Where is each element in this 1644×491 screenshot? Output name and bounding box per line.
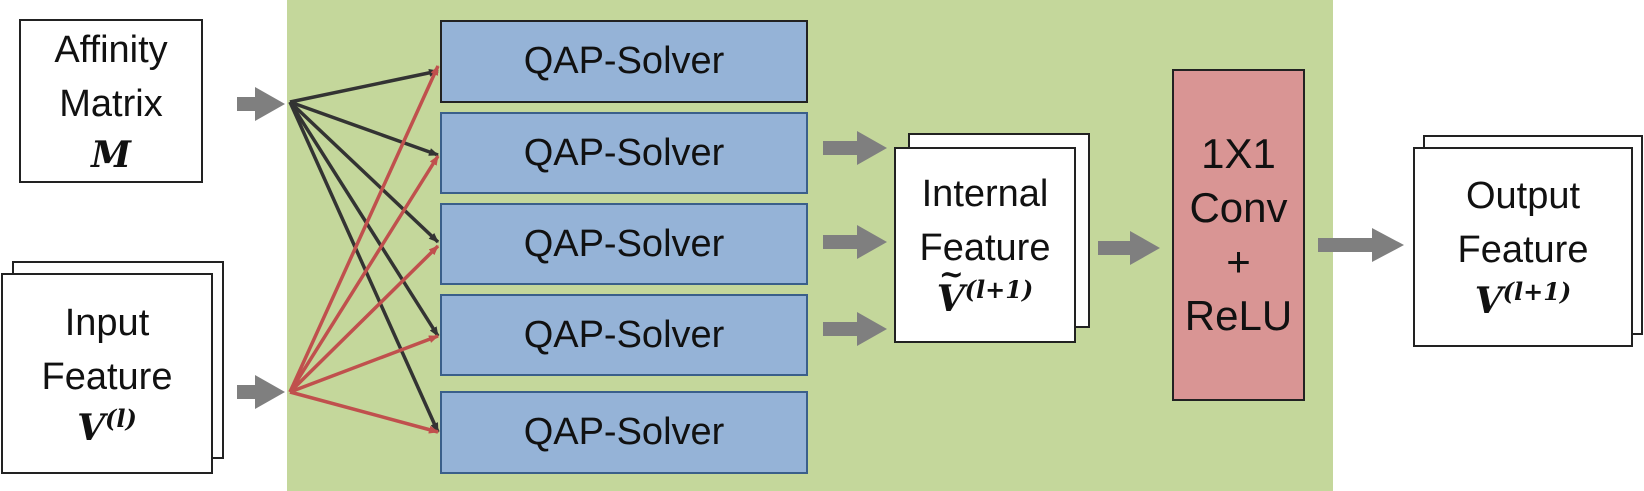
conv-line3: + (1226, 238, 1251, 285)
conv-line1: 1X1 (1201, 130, 1276, 177)
affinity-symbol: M (91, 134, 131, 176)
affinity-label-line2: Matrix (59, 83, 163, 125)
output-label-line1: Output (1465, 175, 1581, 217)
qap-solver-1: QAP-Solver (440, 20, 808, 103)
red-arrow-to-solver5 (289, 390, 439, 434)
gray-arrow-affinity-in (237, 87, 285, 121)
qap-solver-5: QAP-Solver (440, 391, 808, 474)
red-arrow-to-solver2 (288, 155, 440, 393)
dark-arrow-to-solver1 (289, 68, 439, 104)
qap-solver-2: QAP-Solver (440, 112, 808, 194)
qap-solver-3-label: QAP-Solver (523, 222, 725, 265)
dark-arrow-to-solver4 (288, 101, 440, 337)
internal-feature-box: Internal Feature V(l+1) (894, 147, 1076, 343)
qap-solver-4: QAP-Solver (440, 294, 808, 376)
gray-arrow-solver3-out (823, 225, 887, 259)
conv-line4: ReLU (1184, 292, 1293, 339)
red-arrow-to-solver4 (289, 334, 439, 394)
gray-arrow-input-in (237, 375, 285, 409)
affinity-matrix-box: Affinity Matrix M (19, 19, 203, 183)
qap-solver-5-label: QAP-Solver (523, 411, 725, 453)
output-feature-box: Output Feature V(l+1) (1413, 147, 1633, 347)
output-label-line2: Feature (1457, 229, 1589, 271)
gray-arrow-conv-out (1318, 228, 1404, 262)
qap-solver-2-label: QAP-Solver (523, 131, 725, 174)
internal-symbol: V(l+1) (937, 251, 1034, 323)
qap-solver-3: QAP-Solver (440, 203, 808, 285)
output-symbol: V(l+1) (1474, 277, 1572, 323)
dark-arrow-to-solver2 (289, 100, 439, 157)
qap-solver-1-label: QAP-Solver (523, 40, 725, 82)
qap-solver-4-label: QAP-Solver (523, 313, 725, 356)
conv-line2: Conv (1189, 184, 1288, 231)
input-label-line2: Feature (41, 355, 173, 398)
red-arrow-to-solver1 (288, 65, 440, 393)
dark-arrow-to-solver3 (288, 100, 440, 244)
dark-arrow-to-solver5 (288, 101, 440, 433)
conv-relu-block: 1X1 Conv + ReLU (1172, 69, 1305, 401)
red-arrow-to-solver3 (288, 244, 440, 394)
input-label-line1: Input (64, 301, 150, 344)
input-symbol: V(l) (77, 403, 137, 449)
gray-arrow-internal-out (1098, 231, 1160, 265)
gray-arrow-solver4-out (823, 312, 887, 346)
gray-arrow-solver2-out (823, 131, 887, 165)
internal-label-line1: Internal (921, 173, 1049, 215)
input-feature-box: Input Feature V(l) (1, 273, 213, 474)
affinity-label-line1: Affinity (54, 29, 168, 71)
